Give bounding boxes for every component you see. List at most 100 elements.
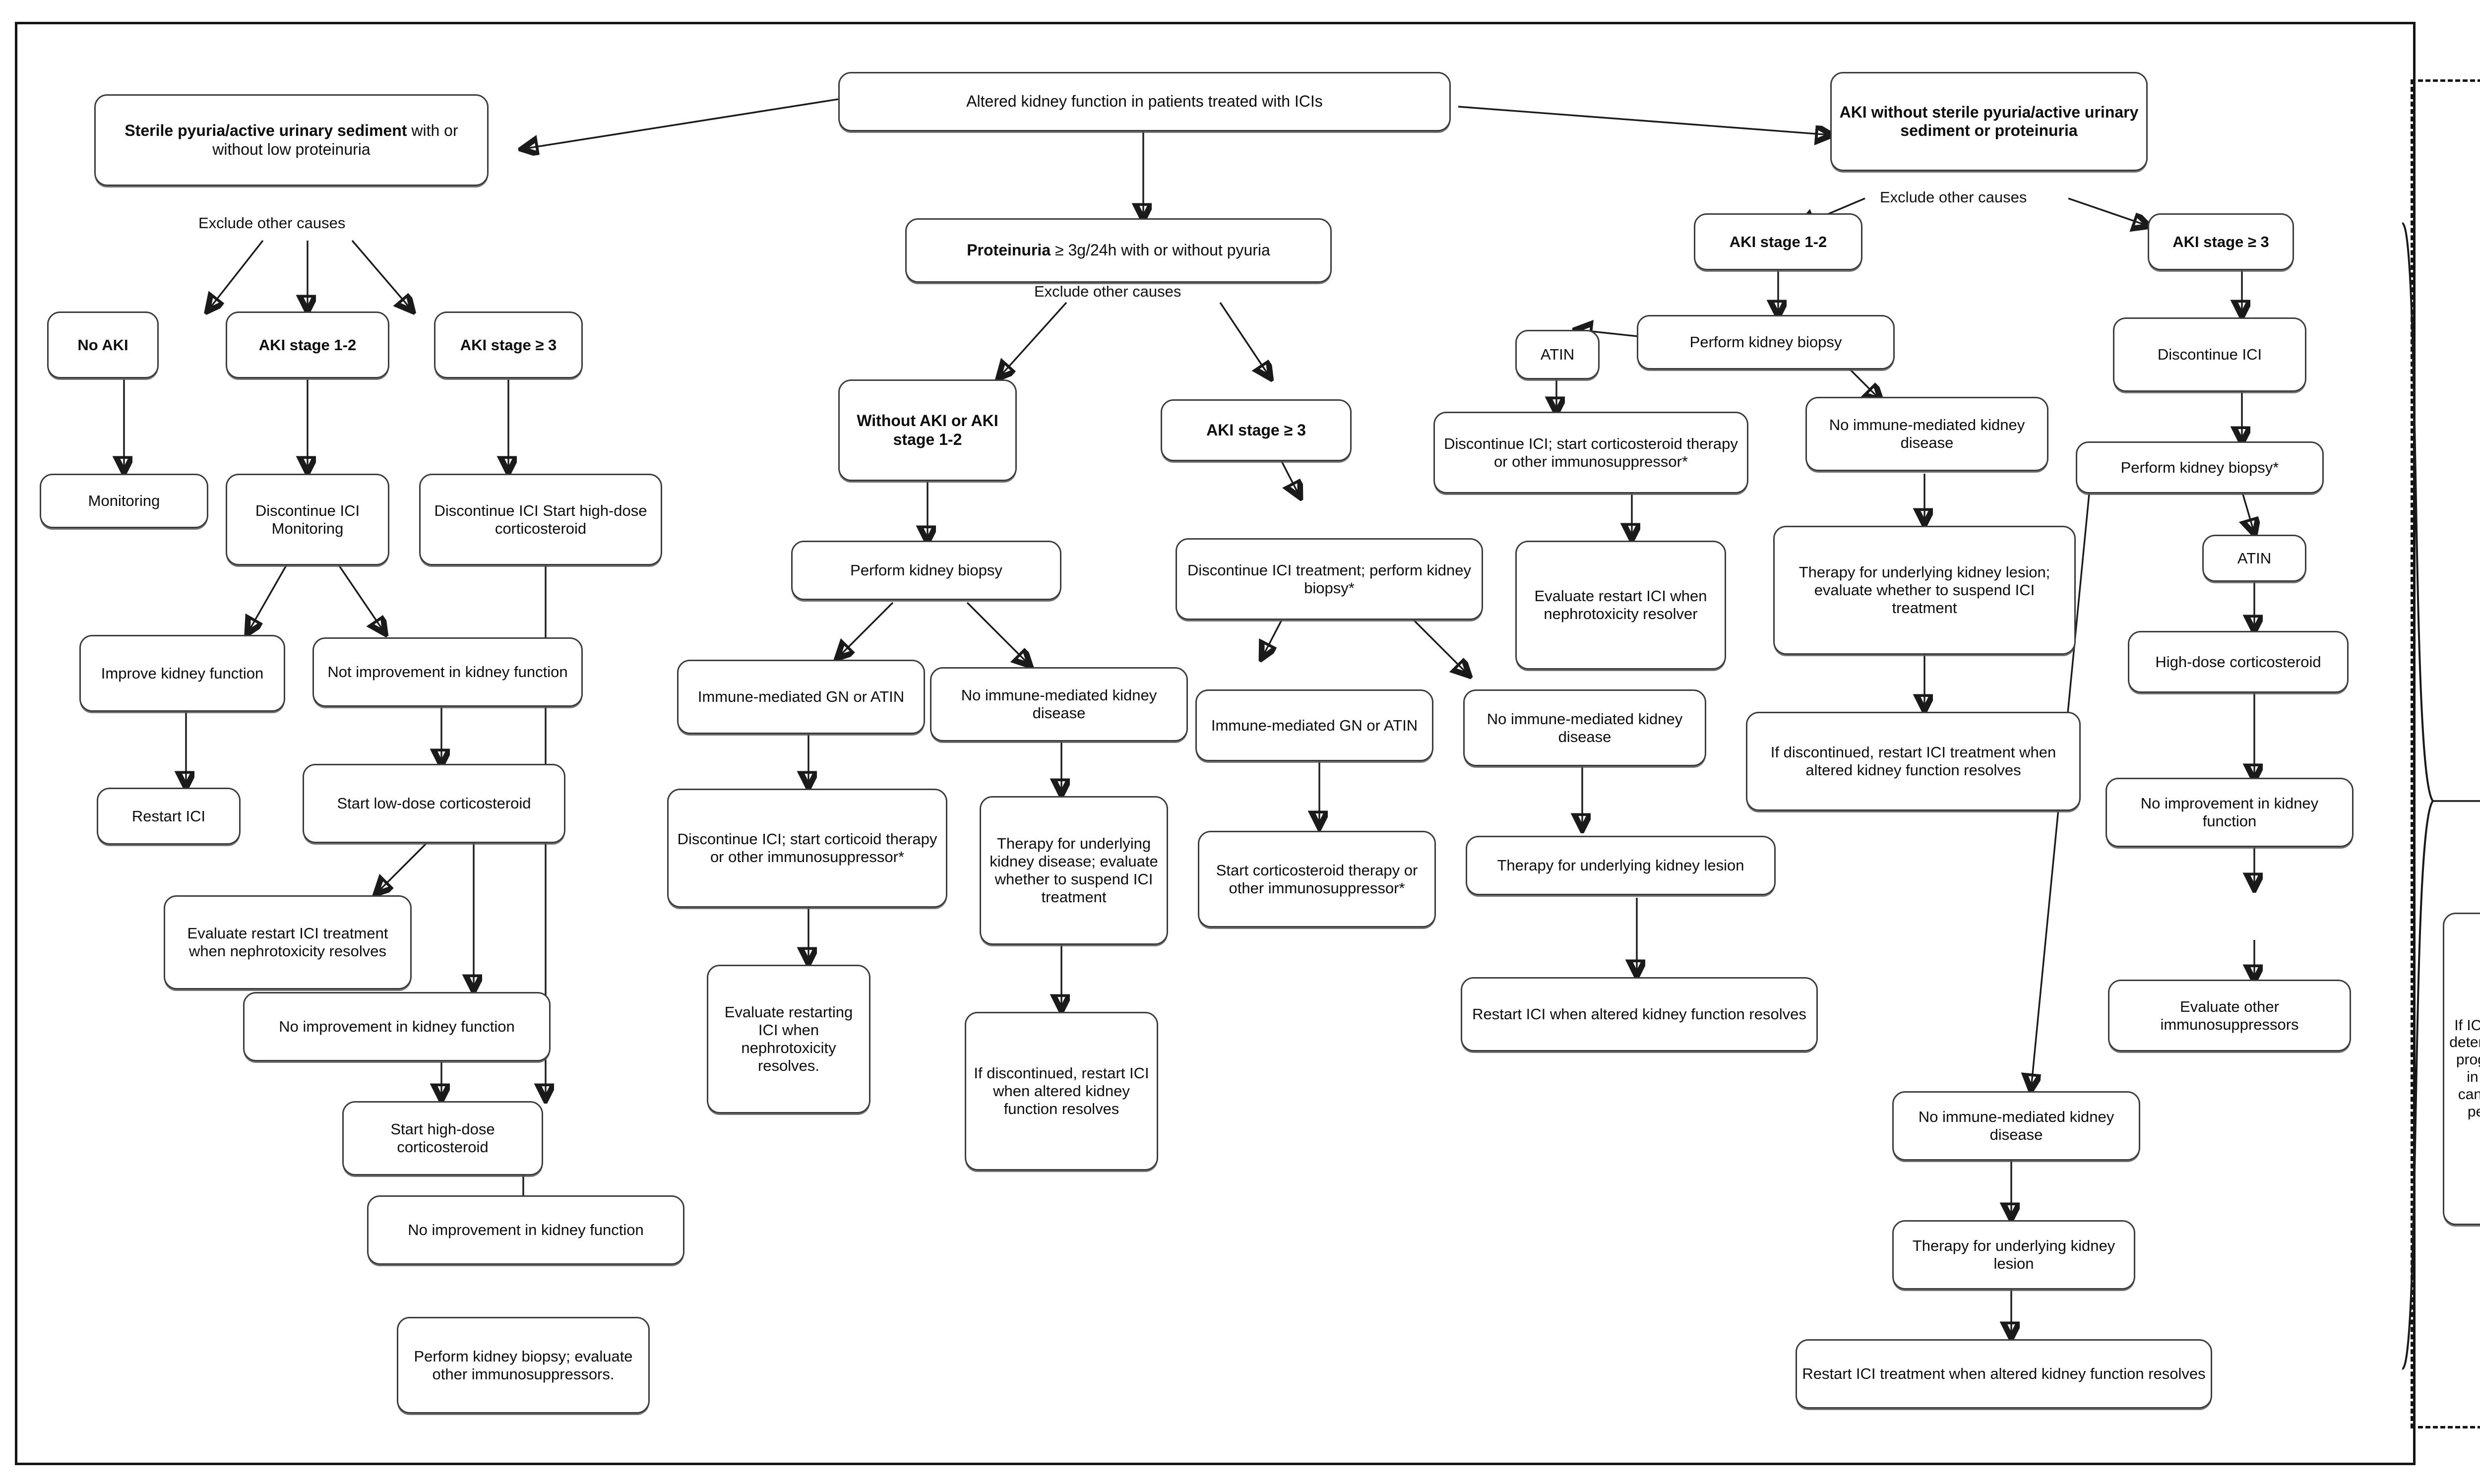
node-therapy-underlying-right[interactable]: Therapy for underlying kidney lesion; ev… [1773,526,2076,655]
node-perform-kidney-biopsy-star-right[interactable]: Perform kidney biopsy* [2076,441,2324,494]
node-improve-kidney-function[interactable]: Improve kidney function [79,635,285,712]
node-discontinue-ici-right[interactable]: Discontinue ICI [2113,317,2306,392]
node-root-altered-kidney-function[interactable]: Altered kidney function in patients trea… [838,72,1451,131]
node-discontinue-ici-high-dose[interactable]: Discontinue ICI Start high-dose corticos… [419,474,662,565]
node-therapy-underlying-bottom[interactable]: Therapy for underlying kidney lesion [1892,1220,2135,1290]
biopsy-eval-other-label: Perform kidney biopsy; evaluate other im… [414,1347,633,1383]
node-atin-right-2[interactable]: ATIN [2202,535,2306,582]
aki-1-2-left-label: AKI stage 1-2 [258,336,357,354]
node-aki-stage-1-2-left[interactable]: AKI stage 1-2 [226,311,389,378]
node-aki-stage-ge3-c3[interactable]: AKI stage ≥ 3 [1161,399,1352,461]
node-sterile-pyuria[interactable]: Sterile pyuria/active urinary sediment w… [94,94,489,186]
evaluate-restarting-c2-label: Evaluate restarting ICI when nephrotoxic… [724,1003,853,1074]
no-immune-bottom-label: No immune-mediated kidney disease [1918,1108,2114,1143]
aki-without-label: AKI without sterile pyuria/active urinar… [1839,103,2139,139]
node-biopsy-evaluate-other-immunosuppressors[interactable]: Perform kidney biopsy; evaluate other im… [397,1317,650,1414]
node-high-dose-corticosteroid-right[interactable]: High-dose corticosteroid [2128,631,2349,693]
sterile-pyuria-rest: with or without low proteinuria [212,122,458,158]
node-no-improvement-2[interactable]: No improvement in kidney function [367,1195,684,1265]
aki-1-2-r-label: AKI stage 1-2 [1729,233,1827,250]
node-discontinue-corticosteroid-right[interactable]: Discontinue ICI; start corticosteroid th… [1433,412,1748,494]
tma-rtma-label: If ICI- rTMA, assess the risk of deterio… [2449,1017,2480,1120]
proteinuria-bold: Proteinuria [967,241,1051,259]
no-immune-c2-label: No immune-mediated kidney disease [961,686,1157,722]
node-evaluate-restarting-c2[interactable]: Evaluate restarting ICI when nephrotoxic… [707,965,870,1113]
no-improvement-r-label: No improvement in kidney function [2140,795,2319,830]
node-no-immune-mediated-right[interactable]: No immune-mediated kidney disease [1805,397,2048,471]
node-no-aki[interactable]: No AKI [47,311,159,378]
node-not-improvement-kidney-function[interactable]: Not improvement in kidney function [312,637,583,707]
edge-label-exclude-mid: Exclude other causes [1034,283,1181,300]
start-cortico-c3-label: Start corticosteroid therapy or other im… [1216,861,1418,897]
node-perform-kidney-biopsy-right[interactable]: Perform kidney biopsy [1637,315,1895,370]
thrombotic-microangiopathy-panel [2411,79,2480,1428]
node-start-corticosteroid-c3[interactable]: Start corticosteroid therapy or other im… [1198,831,1436,928]
start-low-dose-label: Start low-dose corticosteroid [337,795,531,812]
therapy-underlying-c3-label: Therapy for underlying kidney lesion [1497,857,1744,874]
no-improvement-1-label: No improvement in kidney function [279,1018,515,1036]
node-no-improvement-1[interactable]: No improvement in kidney function [243,992,551,1061]
node-no-immune-mediated-bottom[interactable]: No immune-mediated kidney disease [1892,1091,2140,1161]
node-aki-stage-ge3-left[interactable]: AKI stage ≥ 3 [434,311,583,378]
start-high-dose-label: Start high-dose corticosteroid [390,1120,495,1156]
node-aki-stage-1-2-right[interactable]: AKI stage 1-2 [1694,213,1862,270]
node-start-low-dose-corticosteroid[interactable]: Start low-dose corticosteroid [303,764,565,843]
node-if-discontinued-restart-c2[interactable]: If discontinued, restart ICI when altere… [965,1012,1158,1171]
immune-gn-atin-c3-label: Immune-mediated GN or ATIN [1211,716,1418,734]
node-evaluate-other-immunosuppressors-right[interactable]: Evaluate other immunosuppressors [2108,980,2351,1051]
therapy-underlying-r-label: Therapy for underlying kidney lesion; ev… [1798,563,2050,617]
node-restart-ici-bottom[interactable]: Restart ICI treatment when altered kidne… [1796,1339,2212,1409]
node-restart-ici[interactable]: Restart ICI [97,788,241,845]
without-aki-label: Without AKI or AKI stage 1-2 [857,412,998,448]
node-discontinue-ici-monitoring[interactable]: Discontinue ICI Monitoring [226,474,389,565]
perform-biopsy-r-label: Perform kidney biopsy [1689,333,1842,351]
aki-ge3-left-label: AKI stage ≥ 3 [460,336,557,354]
node-tma-icirtma-risk[interactable]: If ICI- rTMA, assess the risk of deterio… [2443,913,2480,1225]
node-no-immune-mediated-c3[interactable]: No immune-mediated kidney disease [1463,689,1706,766]
not-improvement-label: Not improvement in kidney function [327,663,568,681]
node-start-high-dose-corticosteroid[interactable]: Start high-dose corticosteroid [342,1101,543,1175]
monitoring-label: Monitoring [88,492,160,510]
node-immune-mediated-gn-atin-c3[interactable]: Immune-mediated GN or ATIN [1195,689,1433,761]
sterile-pyuria-bold: Sterile pyuria/active urinary sediment [124,122,407,140]
node-if-discontinued-restart-right[interactable]: If discontinued, restart ICI treatment w… [1746,712,2081,811]
immune-gn-atin-c2-label: Immune-mediated GN or ATIN [697,688,905,706]
atin-r-label: ATIN [1540,346,1575,364]
node-proteinuria[interactable]: Proteinuria ≥ 3g/24h with or without pyu… [905,218,1332,283]
node-evaluate-restart-nephrotoxicity[interactable]: Evaluate restart ICI treatment when neph… [164,895,412,989]
node-perform-kidney-biopsy-c2[interactable]: Perform kidney biopsy [791,541,1061,600]
no-improvement-2-label: No improvement in kidney function [408,1221,644,1239]
aki-ge3-r-label: AKI stage ≥ 3 [2172,233,2269,250]
node-restart-ici-c3[interactable]: Restart ICI when altered kidney function… [1461,977,1818,1051]
therapy-underlying-c2-label: Therapy for underlying kidney disease; e… [990,835,1158,906]
node-no-improvement-right[interactable]: No improvement in kidney function [2106,778,2354,847]
node-therapy-underlying-c2[interactable]: Therapy for underlying kidney disease; e… [980,796,1168,945]
root-label: Altered kidney function in patients trea… [966,92,1323,111]
restart-ici-bottom-label: Restart ICI treatment when altered kidne… [1802,1365,2206,1383]
node-aki-without-sterile-pyuria[interactable]: AKI without sterile pyuria/active urinar… [1830,72,2148,171]
node-aki-stage-ge3-right[interactable]: AKI stage ≥ 3 [2148,213,2294,270]
no-immune-r-label: No immune-mediated kidney disease [1829,416,2025,451]
node-discontinue-corticoid-c2[interactable]: Discontinue ICI; start corticoid therapy… [667,789,947,908]
if-disc-restart-c2-label: If discontinued, restart ICI when altere… [974,1064,1149,1117]
eval-other-immuno-r-label: Evaluate other immunosuppressors [2160,997,2299,1033]
eval-restart-r-label: Evaluate restart ICI when nephrotoxicity… [1534,587,1707,622]
node-without-aki-or-stage-1-2[interactable]: Without AKI or AKI stage 1-2 [838,379,1017,481]
node-immune-mediated-gn-atin-c2[interactable]: Immune-mediated GN or ATIN [677,660,925,734]
node-therapy-underlying-c3[interactable]: Therapy for underlying kidney lesion [1466,836,1776,895]
node-discontinue-biopsy-c3[interactable]: Discontinue ICI treatment; perform kidne… [1176,538,1483,620]
edge-label-exclude-left: Exclude other causes [198,214,346,232]
node-no-immune-mediated-c2[interactable]: No immune-mediated kidney disease [930,667,1188,742]
node-evaluate-restart-right[interactable]: Evaluate restart ICI when nephrotoxicity… [1515,541,1726,670]
perform-biopsy-c2-label: Perform kidney biopsy [850,561,1002,579]
disc-ici-monitoring-label: Discontinue ICI Monitoring [255,501,360,537]
high-dose-cortico-r-label: High-dose corticosteroid [2155,653,2321,671]
therapy-underlying-bottom-label: Therapy for underlying kidney lesion [1912,1237,2115,1272]
no-immune-c3-label: No immune-mediated kidney disease [1487,710,1683,745]
node-monitoring[interactable]: Monitoring [40,474,208,528]
aki-ge3-c3-label: AKI stage ≥ 3 [1206,421,1306,439]
node-atin-right[interactable]: ATIN [1515,330,1600,379]
if-disc-restart-r-label: If discontinued, restart ICI treatment w… [1770,743,2056,779]
disc-corticoid-c2-label: Discontinue ICI; start corticoid therapy… [677,830,937,866]
